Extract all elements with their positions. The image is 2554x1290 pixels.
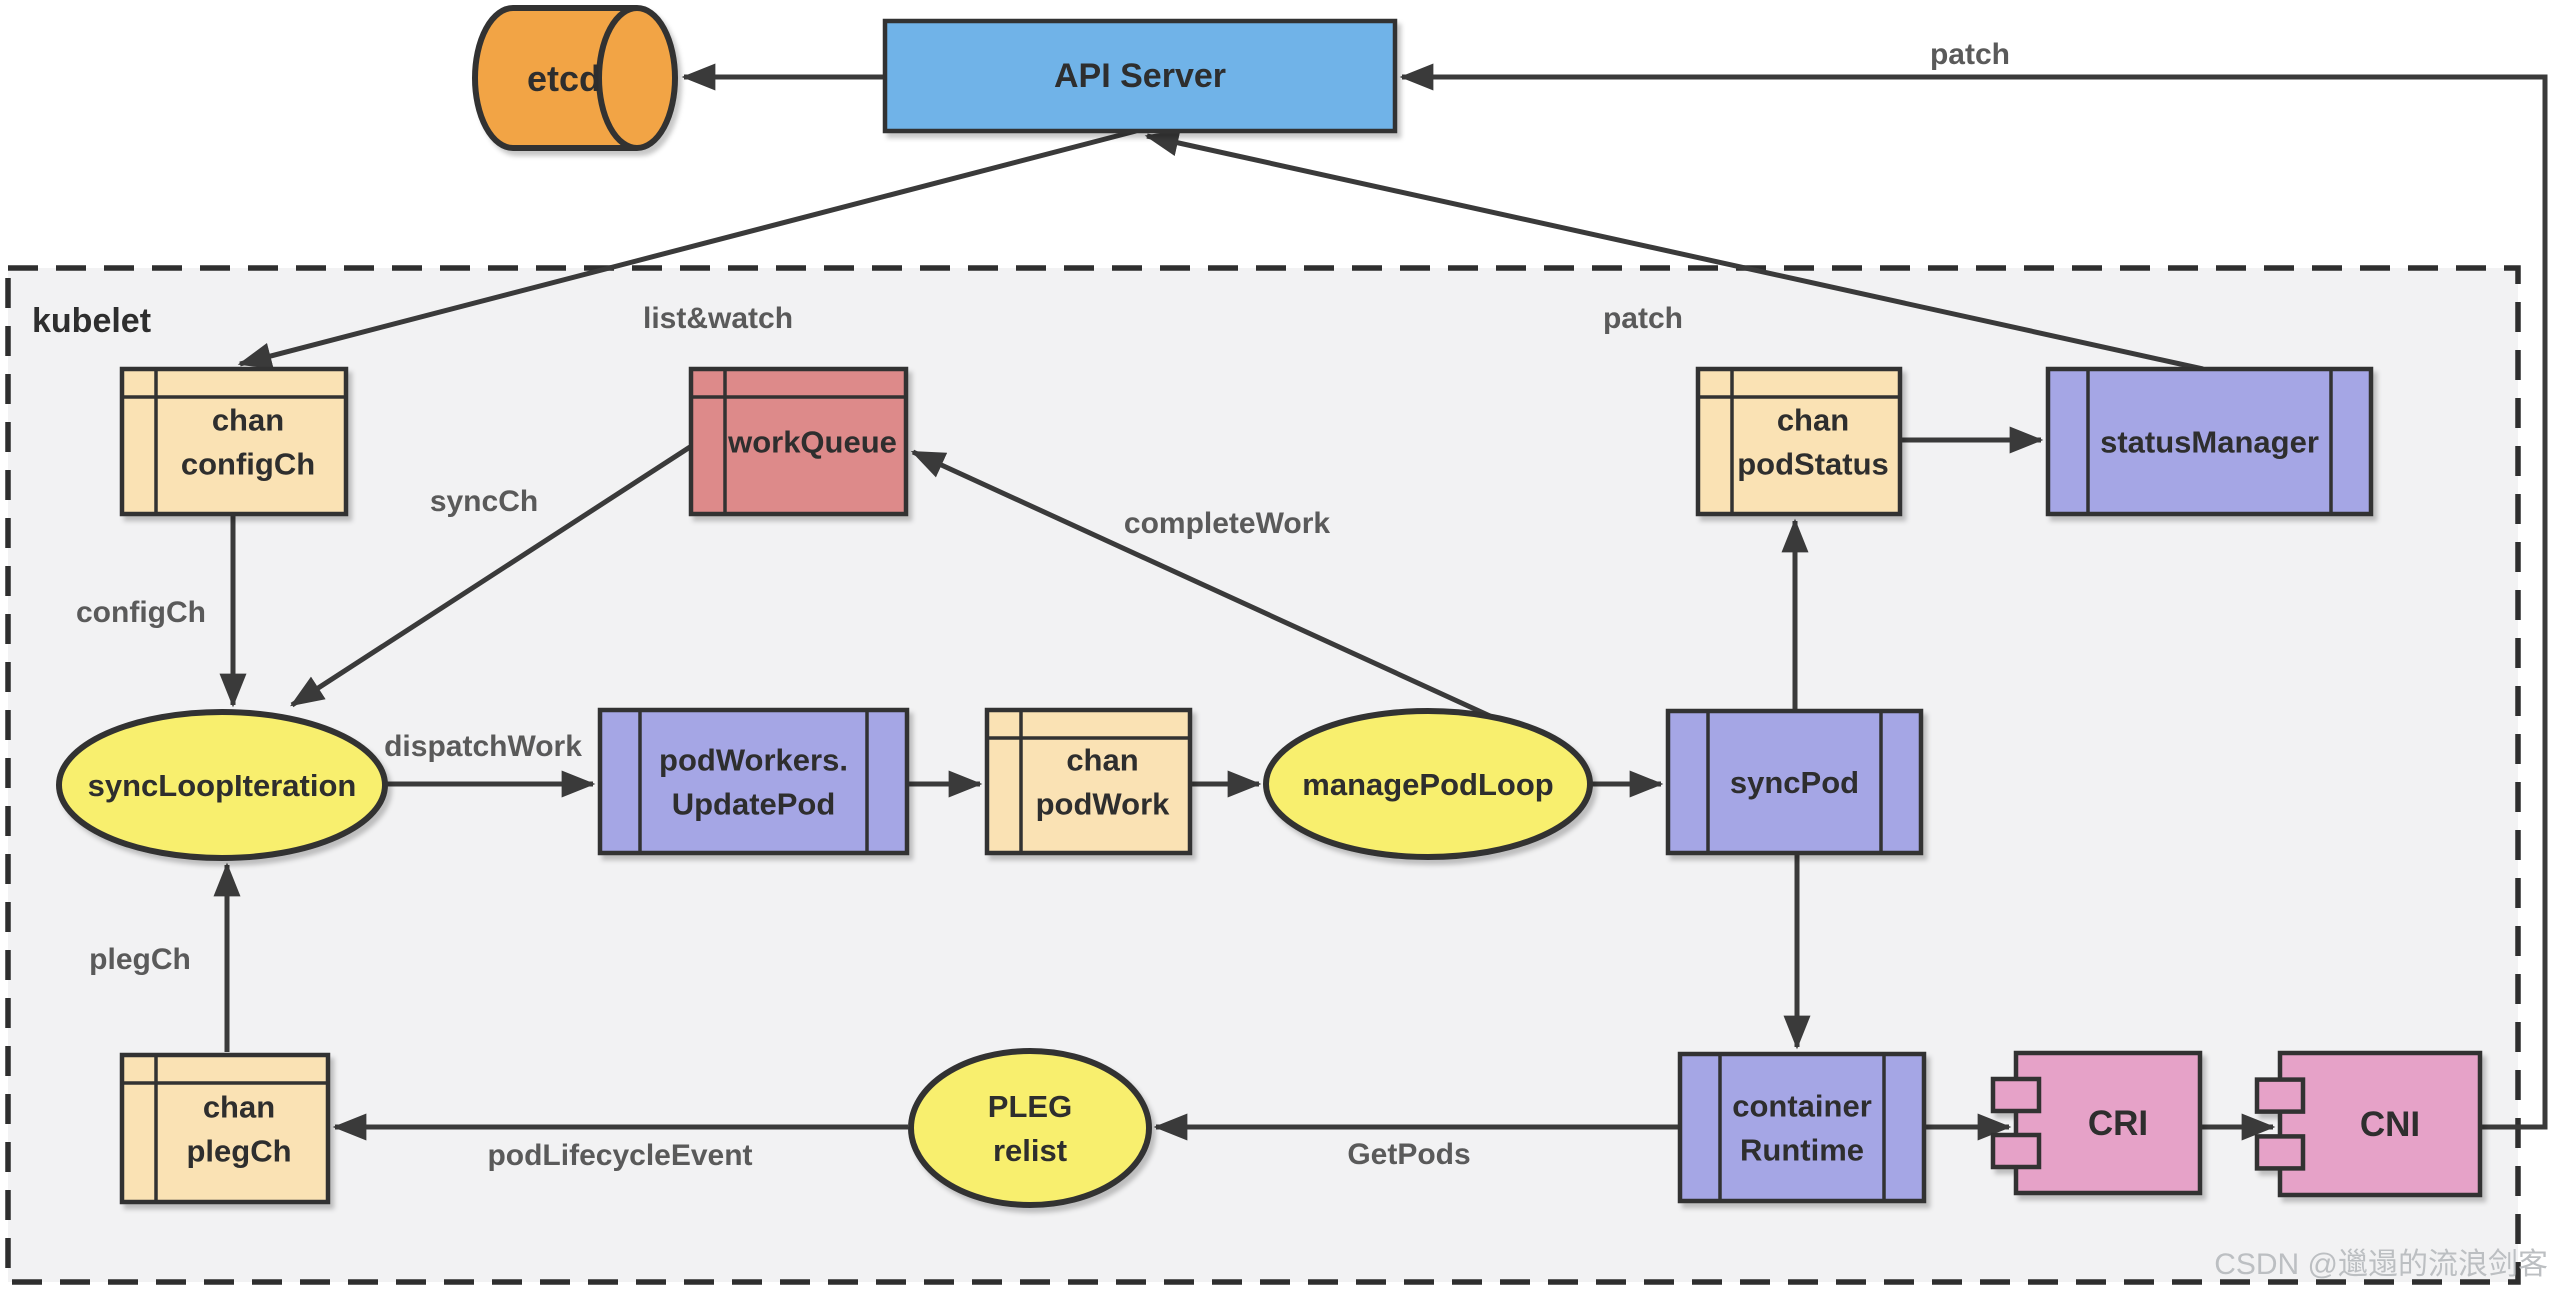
- cni-shape: [2277, 1050, 2483, 1198]
- workqueue-shape: [688, 366, 909, 517]
- node-statusmanager: statusManager: [2045, 366, 2374, 517]
- statusmanager-label: statusManager: [2100, 424, 2319, 459]
- edge-label-4-configCh: configCh: [76, 596, 206, 629]
- chan-podwork-shape: [984, 707, 1193, 856]
- node-podworkers: podWorkers.UpdatePod: [597, 707, 910, 856]
- cri-shape: [2013, 1050, 2203, 1196]
- edge-workqueue-to-syncloop-syncch: [290, 444, 692, 708]
- managepodloop-shape: [1263, 708, 1593, 860]
- node-syncpod: syncPod: [1665, 708, 1924, 856]
- edges: [213, 63, 2548, 1141]
- cri-label: CRI: [2088, 1104, 2148, 1143]
- container-runtime-shape: [1677, 1051, 1927, 1204]
- api-server-label: API Server: [1054, 57, 1226, 95]
- managepodloop-label: managePodLoop: [1302, 767, 1553, 802]
- podworkers-shape: [597, 707, 910, 856]
- etcd-cap-line: [596, 5, 638, 151]
- edge-label-8-podLifecycleEvent: podLifecycleEvent: [487, 1139, 752, 1172]
- cni-notch-1: [2254, 1077, 2306, 1114]
- chan-podstatus-shape: [1695, 366, 1903, 517]
- edge-label-0-patch: patch: [1930, 38, 2010, 71]
- workqueue-label: workQueue: [727, 424, 897, 459]
- node-syncloopiteration: syncLoopIteration: [56, 709, 388, 861]
- edge-cni-to-api-patch: [1399, 63, 2548, 1130]
- edge-label-3-syncCh: syncCh: [430, 485, 538, 518]
- kubelet-container-label: kubelet: [32, 302, 151, 340]
- edge-managepodloop-to-workqueue-completework: [910, 449, 1492, 719]
- watermark: CSDN @邋遢的流浪剑客: [2214, 1248, 2548, 1281]
- edge-label-1-list&watch: list&watch: [643, 302, 793, 335]
- node-api-server: API Server: [882, 18, 1398, 134]
- syncloopiteration-label: syncLoopIteration: [88, 768, 357, 803]
- node-cri: CRI: [1990, 1050, 2203, 1196]
- edge-label-6-dispatchWork: dispatchWork: [384, 730, 582, 763]
- api-server-shape: [882, 18, 1398, 134]
- syncpod-label: syncPod: [1730, 765, 1859, 800]
- node-managepodloop: managePodLoop: [1263, 708, 1593, 860]
- chan-configch-shape: [119, 366, 349, 517]
- cni-notch-2: [2254, 1134, 2306, 1171]
- podworkers-label: podWorkers.UpdatePod: [659, 742, 848, 821]
- cni-label: CNI: [2360, 1105, 2420, 1144]
- cri-notch-1: [1990, 1076, 2042, 1114]
- edge-labels: patch list&watch patch syncCh configCh comple…: [76, 38, 2010, 1172]
- edge-label-9-GetPods: GetPods: [1347, 1138, 1470, 1171]
- edge-label-2-patch: patch: [1603, 302, 1683, 335]
- syncpod-shape: [1665, 708, 1924, 856]
- node-cni: CNI: [2254, 1050, 2483, 1198]
- node-etcd: etcd: [472, 5, 678, 151]
- pleg-relist-shape: [908, 1048, 1152, 1208]
- edge-label-5-completeWork: completeWork: [1124, 507, 1330, 540]
- syncloopiteration-shape: [56, 709, 388, 861]
- chan-plegch-shape: [119, 1052, 331, 1205]
- etcd-label: etcd: [527, 58, 601, 99]
- edge-api-to-configch-listwatch: [237, 128, 1137, 370]
- edge-label-7-plegCh: plegCh: [89, 943, 191, 976]
- node-workqueue: workQueue: [688, 366, 909, 517]
- statusmanager-shape: [2045, 366, 2374, 517]
- edge-statusmanager-to-api-patch: [1144, 129, 2204, 372]
- cri-notch-2: [1990, 1132, 2042, 1170]
